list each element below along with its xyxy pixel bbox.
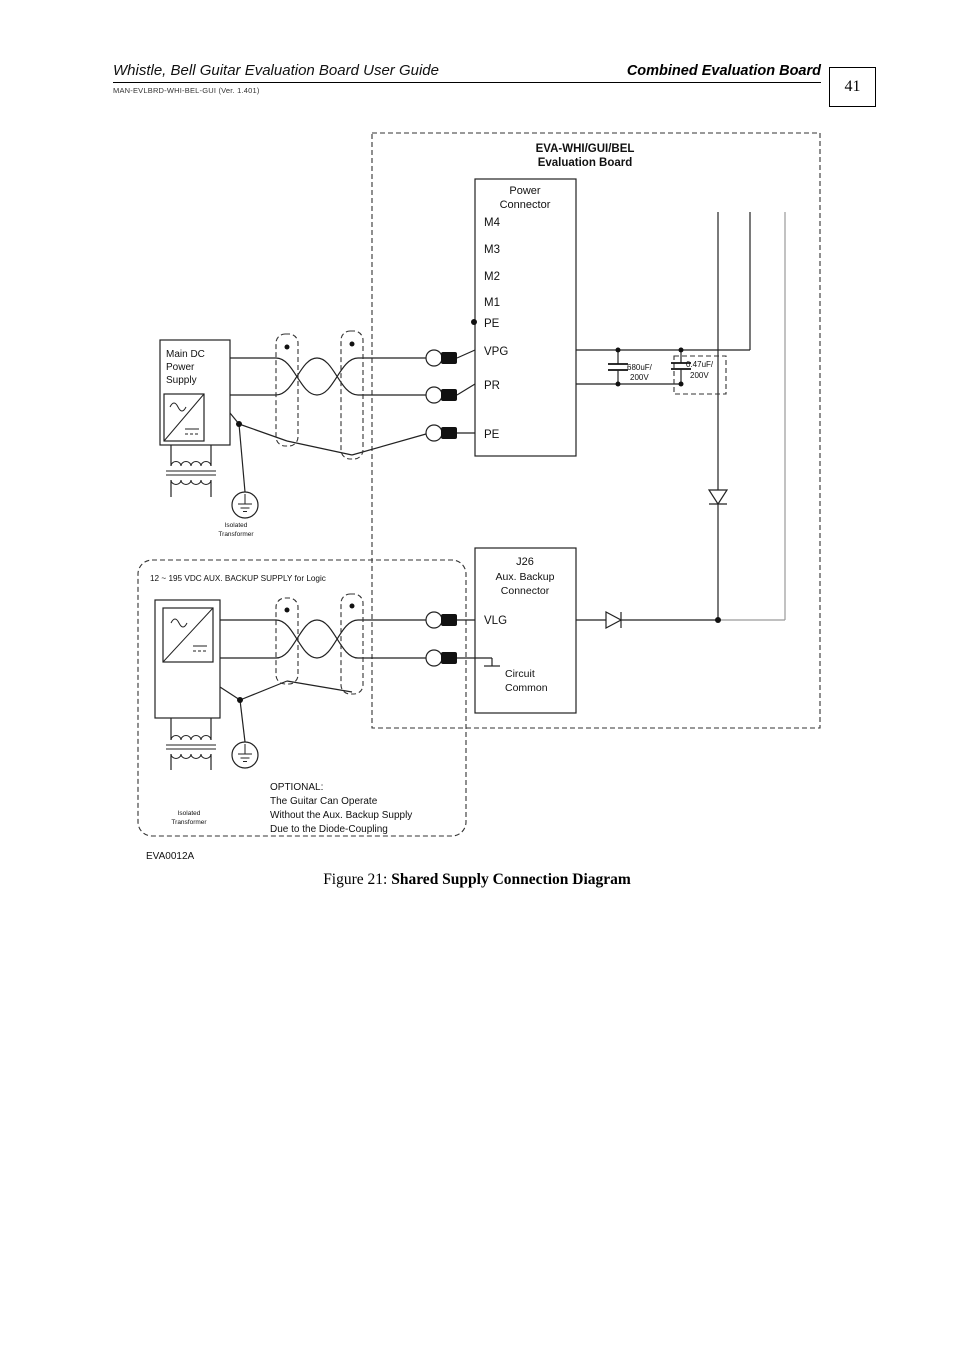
main-supply-label1: Main DC (166, 349, 205, 360)
evaluation-board-outline: EVA-WHI/GUI/BEL Evaluation Board (371, 132, 821, 729)
power-connector-box: Power Connector M4 M3 M2 M1 PE VPG PR PE (471, 178, 577, 457)
pin-label-pr: PR (484, 380, 500, 392)
section-title: Combined Evaluation Board (626, 63, 821, 79)
diode-down-icon (707, 489, 729, 506)
j26-connector-box: J26 Aux. Backup Connector VLG Circuit Co… (474, 547, 577, 714)
cable-shield-icon (275, 333, 299, 447)
terminal-common-icon (425, 649, 492, 667)
aux-backup-outline: 12 ~ 195 VDC AUX. BACKUP SUPPLY for Logi… (137, 559, 467, 837)
capacitor-047uf-icon: 0.47uF/ 200V (671, 347, 727, 395)
transformer-label-line1: Isolated (178, 810, 201, 817)
pin-label-pe-lower: PE (484, 429, 500, 441)
power-connector-subtitle: Connector (500, 199, 551, 211)
common-label-line1: Circuit (505, 668, 535, 680)
earth-ground-aux-icon (231, 741, 259, 769)
transformer-label-line2: Transformer (218, 531, 254, 538)
caption-title: Shared Supply Connection Diagram (391, 871, 631, 888)
power-connector-title: Power (509, 185, 541, 197)
optional-line2: The Guitar Can Operate (270, 796, 378, 807)
main-dc-supply-box: Main DC Power Supply (159, 339, 231, 446)
board-title: EVA-WHI/GUI/BEL (536, 143, 635, 155)
pe-pin-dot (471, 319, 477, 325)
isolated-transformer-main-icon: Isolated Transformer (166, 445, 254, 538)
doc-code: MAN-EVLBRD-WHI-BEL-GUI (Ver. 1.401) (113, 86, 260, 95)
power-rails (576, 212, 786, 621)
aux-supply-box (154, 599, 221, 719)
diode-right-icon (576, 611, 718, 629)
junction-dot (715, 617, 721, 623)
capacitor-680uf-voltage: 200V (630, 373, 649, 382)
pin-label-pe-upper: PE (484, 318, 500, 330)
ac-dc-converter-icon (162, 607, 214, 663)
capacitor-047uf-value: 0.47uF/ (686, 360, 714, 369)
cable-shield-icon (275, 597, 299, 685)
transformer-label-line2: Transformer (171, 819, 207, 826)
optional-line4: Due to the Diode-Coupling (270, 824, 388, 835)
header-title-row: Whistle, Bell Guitar Evaluation Board Us… (113, 62, 821, 83)
j26-title: J26 (516, 556, 534, 568)
j26-subtitle2: Connector (501, 585, 550, 597)
optional-line3: Without the Aux. Backup Supply (270, 810, 412, 821)
pin-label-vpg: VPG (484, 346, 508, 358)
page-header: Whistle, Bell Guitar Evaluation Board Us… (113, 62, 821, 95)
aux-box-label: 12 ~ 195 VDC AUX. BACKUP SUPPLY for Logi… (150, 574, 326, 583)
terminal-vlg-icon (425, 611, 475, 629)
main-supply-label3: Supply (166, 375, 197, 386)
terminal-vpg-icon (425, 349, 476, 367)
doc-title: Whistle, Bell Guitar Evaluation Board Us… (113, 62, 439, 79)
main-supply-label2: Power (166, 362, 195, 373)
caption-prefix: Figure 21: (323, 871, 392, 888)
circuit-common-icon (484, 658, 500, 667)
pin-label-m3: M3 (484, 244, 500, 256)
drawing-id: EVA0012A (146, 851, 195, 862)
cable-shield-icon (340, 330, 364, 460)
main-wiring (229, 330, 427, 493)
capacitor-047uf-voltage: 200V (690, 371, 709, 380)
terminal-pe-icon (425, 424, 475, 442)
earth-ground-main-icon (231, 491, 259, 519)
page-number-box: 41 (829, 67, 876, 107)
pin-label-m1: M1 (484, 297, 500, 309)
page-number: 41 (844, 78, 861, 95)
pin-label-m2: M2 (484, 271, 500, 283)
board-subtitle: Evaluation Board (538, 157, 633, 169)
cable-shield-icon (340, 593, 364, 695)
pin-label-m4: M4 (484, 217, 501, 229)
optional-line1: OPTIONAL: (270, 782, 323, 793)
ac-dc-converter-icon (163, 393, 205, 442)
pin-label-vlg: VLG (484, 615, 507, 627)
capacitor-680uf-icon: 680uF/ 200V (608, 347, 653, 387)
figure-caption: Figure 21: Shared Supply Connection Diag… (0, 871, 954, 889)
j26-subtitle1: Aux. Backup (496, 571, 555, 583)
transformer-label-line1: Isolated (225, 522, 248, 529)
terminal-pr-icon (425, 383, 476, 404)
isolated-transformer-aux-icon: Isolated Transformer (166, 718, 216, 826)
capacitor-680uf-value: 680uF/ (627, 363, 653, 372)
common-label-line2: Common (505, 682, 548, 694)
aux-wiring (219, 593, 426, 743)
optional-note: OPTIONAL: The Guitar Can Operate Without… (270, 782, 412, 835)
